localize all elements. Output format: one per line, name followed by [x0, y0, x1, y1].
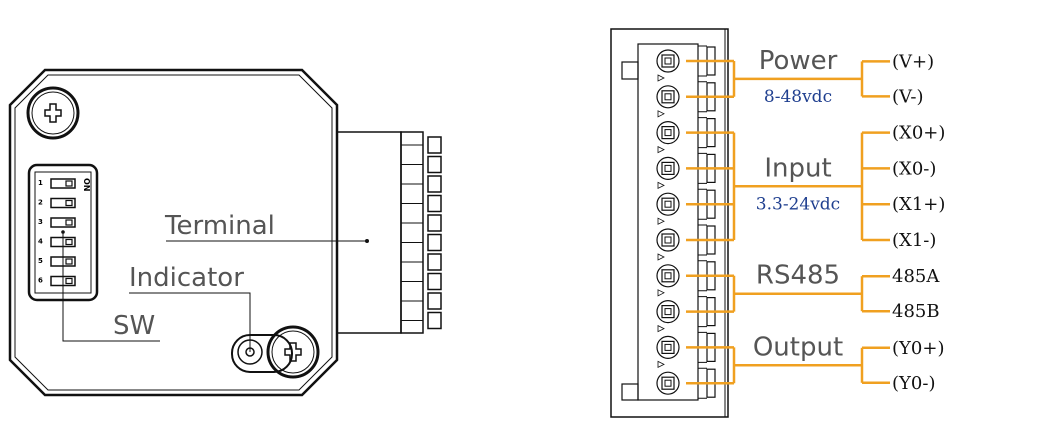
pin-marker-icon	[657, 324, 665, 333]
dip-knob	[65, 277, 73, 285]
pin-label: (X1+)	[892, 194, 945, 215]
group-name-label: Input	[764, 153, 831, 183]
wiring-group-output: (Y0+) (Y0-) Output	[686, 332, 944, 394]
terminal-label: Terminal	[164, 211, 275, 241]
connector-tooth	[427, 194, 442, 213]
screw-top-icon	[26, 86, 80, 140]
terminal-screw-icon	[656, 300, 680, 324]
dip-position-label: 5	[38, 257, 43, 265]
group-name-label: Power	[759, 46, 838, 76]
pin-marker-icon	[657, 253, 665, 261]
pin-marker-icon	[657, 110, 665, 118]
dip-toggle[interactable]	[50, 217, 76, 228]
module-body	[8, 68, 339, 397]
pin-label: (V-)	[892, 86, 923, 107]
dip-knob	[65, 219, 73, 226]
voltage-label: 3.3-24vdc	[756, 194, 840, 214]
terminal-screw-icon	[656, 49, 680, 73]
dip-position-label: 1	[38, 179, 43, 187]
dip-knob	[65, 199, 73, 207]
terminal-pointer-dot	[365, 239, 369, 243]
wiring-group-input: (X0+) (X0-) (X1+) (X1-) Input 3.3-24vdc	[686, 123, 945, 251]
pin-label: 485A	[892, 266, 940, 287]
wiring-group-power: (V+) (V-) Power 8-48vdc	[686, 46, 934, 107]
dip-knob	[65, 180, 73, 187]
connector-tooth	[427, 214, 442, 232]
connector-tooth	[427, 311, 442, 330]
dip-toggle[interactable]	[50, 197, 76, 209]
pin-marker-icon	[657, 74, 665, 82]
connector-tooth	[427, 272, 442, 291]
terminal-screw-icon	[656, 264, 680, 288]
terminal-screw-icon	[656, 121, 680, 145]
group-name-label: RS485	[756, 261, 840, 291]
pin-marker-icon	[657, 289, 665, 297]
pin-marker-icon	[657, 217, 665, 225]
pin-label: (Y0-)	[892, 373, 935, 394]
connector-tooth	[427, 233, 442, 252]
pin-label: 485B	[892, 301, 940, 322]
screw-bottom-icon	[231, 325, 320, 379]
dip-toggle[interactable]	[50, 178, 76, 189]
terminal-screw-icon	[656, 335, 680, 359]
pin-label: (X0-)	[892, 158, 936, 179]
connector-tooth	[427, 136, 442, 154]
terminal-block	[610, 28, 729, 418]
connector-tooth	[427, 253, 442, 271]
pin-label: (X1-)	[892, 230, 936, 251]
connector-tooth	[427, 292, 442, 310]
indicator-label: Indicator	[129, 263, 244, 293]
terminal-screw-icon	[656, 228, 680, 252]
connector-tooth	[427, 155, 442, 174]
terminal-screw-icon	[656, 371, 680, 395]
pin-marker-icon	[657, 360, 665, 369]
dip-position-label: 3	[38, 218, 43, 226]
pin-label: (V+)	[892, 51, 934, 72]
dip-on-label: ON	[82, 178, 91, 192]
terminal-connector	[336, 131, 442, 334]
dip-position-label: 4	[38, 238, 43, 246]
terminal-screw-icon	[656, 156, 680, 180]
group-name-label: Output	[753, 332, 843, 362]
dip-position-label: 6	[38, 277, 43, 285]
wiring-group-rs485: 485A 485B RS485	[686, 261, 940, 322]
pin-marker-icon	[657, 181, 665, 190]
pin-label: (Y0+)	[892, 338, 944, 359]
connector-tooth	[427, 175, 442, 193]
pin-marker-icon	[657, 145, 665, 154]
sw-label: SW	[113, 311, 155, 341]
dip-knob	[65, 238, 73, 246]
dip-knob	[65, 258, 73, 265]
terminal-screw-icon	[656, 192, 680, 216]
dip-position-label: 2	[38, 199, 43, 207]
voltage-label: 8-48vdc	[764, 87, 832, 107]
pin-label: (X0+)	[892, 123, 945, 144]
terminal-screw-icon	[656, 85, 680, 109]
